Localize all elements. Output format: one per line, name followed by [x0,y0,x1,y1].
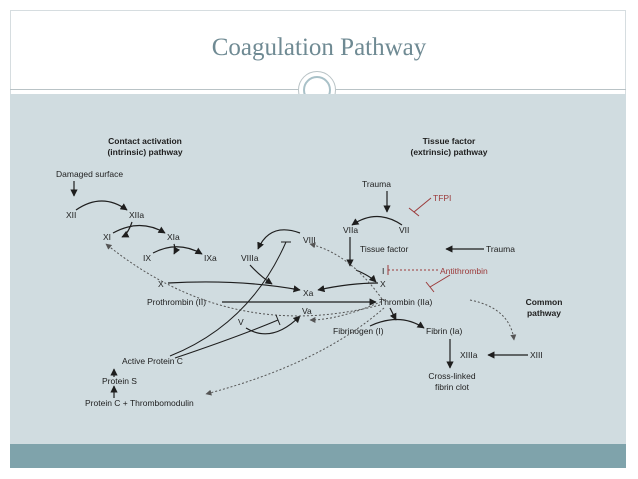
antithrombin-thrombin-bar [425,281,435,293]
tenase-arrow [249,264,273,285]
trauma-right-label: Trauma [486,244,515,254]
damaged-surface-label: Damaged surface [56,169,123,179]
inhibitor-i-label: I [382,266,384,276]
x-right-to-xa-arrow [317,282,379,293]
viii-to-viiia-arrow [257,229,301,250]
title-rule-right [336,89,626,90]
thrombin-to-xiii-feedback [469,299,517,341]
fibrin-label: Fibrin (Ia) [426,326,463,336]
protein-c-thrombomodulin-label: Protein C + Thrombomodulin [85,398,194,408]
tfpi-label: TFPI [433,193,451,203]
thrombin-to-xi-feedback [105,243,381,317]
viia-catalysis-arrow [355,269,377,283]
factor-xia-label: XIa [167,232,180,242]
crosslinked-label-1: Cross-linked [428,371,476,381]
slide-title: Coagulation Pathway [211,34,427,61]
crosslinked-label-2: fibrin clot [435,382,470,392]
v-to-va-arrow [245,315,301,335]
factor-viii-label: VIII [303,235,316,245]
factor-xiiia-label: XIIIa [460,350,478,360]
factor-va-label: Va [302,306,312,316]
trauma-top-label: Trauma [362,179,391,189]
common-heading-2: pathway [527,308,561,318]
tfpi-inhibition-bar [408,207,420,217]
apc-inhibit-va-bar [275,314,281,326]
antithrombin-label: Antithrombin [440,266,488,276]
ix-to-ixa-arrow [152,246,203,255]
thrombin-to-v-feedback [309,299,386,323]
xia-catalysis-arrow [173,243,181,255]
xiia-catalysis-arrow [121,221,133,238]
tissue-factor-label: Tissue factor [360,244,409,254]
factor-xa-label: Xa [303,288,314,298]
vii-to-viia-arrow [351,215,403,226]
common-heading-1: Common [526,297,563,307]
factor-ixa-label: IXa [204,253,217,263]
factor-xiii-label: XIII [530,350,543,360]
xi-to-xia-arrow [112,224,166,234]
factor-x-left-label: X [158,279,164,289]
extrinsic-heading-2: (extrinsic) pathway [411,147,488,157]
footer-bar [10,444,626,468]
intrinsic-heading-1: Contact activation [108,136,182,146]
factor-ix-label: IX [143,253,151,263]
factor-xi-label: XI [103,232,111,242]
xii-to-xiia-arrow [75,200,128,211]
thrombin-to-viii-feedback [309,242,383,300]
protein-s-label: Protein S [102,376,137,386]
thrombin-label: Thrombin (IIa) [379,297,433,307]
antithrombin-thrombin-line [429,274,451,288]
x-left-to-xa-arrow [167,281,301,293]
apc-inhibit-viiia-line [169,241,287,357]
title-rule-left [10,89,298,90]
factor-xii-label: XII [66,210,76,220]
apc-inhibit-va-line [174,319,279,359]
factor-x-right-label: X [380,279,386,289]
fibrinogen-to-fibrin-arrow [369,318,425,329]
fibrinogen-label: Fibrinogen (I) [333,326,384,336]
factor-xiia-label: XIIa [129,210,144,220]
factor-v-label: V [238,317,244,327]
intrinsic-heading-2: (intrinsic) pathway [107,147,182,157]
extrinsic-heading-1: Tissue factor [423,136,476,146]
factor-vii-label: VII [399,225,409,235]
tfpi-inhibition-line [413,197,432,213]
factor-viia-label: VIIa [343,225,358,235]
active-protein-c-label: Active Protein C [122,356,183,366]
thrombin-catalysis-arrow [389,307,397,321]
thrombin-to-protein-c-feedback [205,307,385,396]
coagulation-diagram: Contact activation (intrinsic) pathway T… [56,136,563,408]
prothrombin-label: Prothrombin (II) [147,297,206,307]
factor-viiia-label: VIIIa [241,253,259,263]
